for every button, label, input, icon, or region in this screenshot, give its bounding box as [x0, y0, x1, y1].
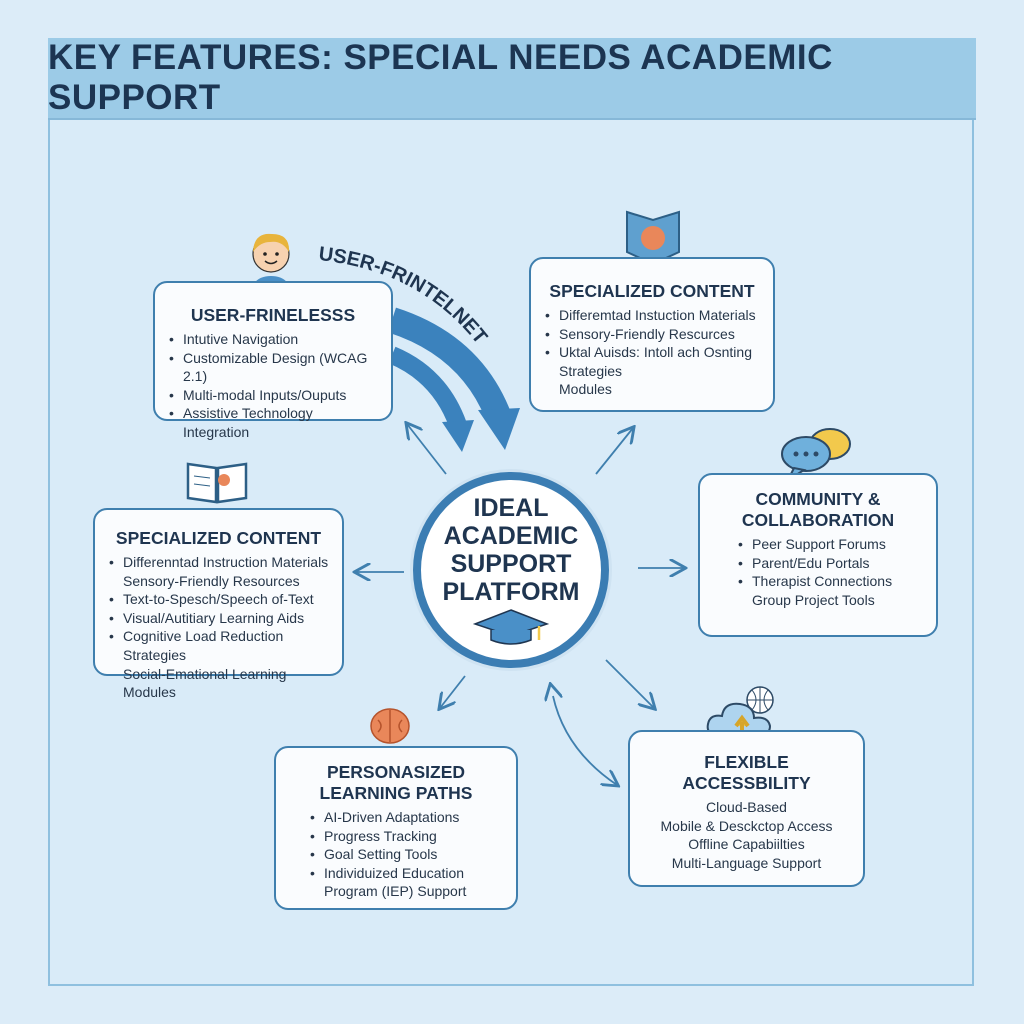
flexible-accessibility-card: FLEXIBLE ACCESSBILITY Cloud-Based Mobile… — [628, 730, 865, 887]
list-item: Cognitive Load Reduction Strategies — [107, 627, 330, 664]
list-item: Goal Setting Tools — [308, 845, 504, 864]
card-title: FLEXIBLE ACCESSBILITY — [682, 752, 811, 793]
arrow-to-flexible — [605, 659, 654, 708]
list-item: Individuized Education Program (IEP) Sup… — [308, 864, 504, 901]
cloud-upload-icon — [706, 686, 774, 735]
card-title: COMMUNITY & COLLABORATION — [741, 489, 895, 530]
big-arrow-head — [478, 408, 520, 450]
big-curved-arrow — [387, 307, 511, 421]
central-hub: IDEAL ACADEMIC SUPPORT PLATFORM — [413, 472, 609, 668]
list-item: Visual/Autitiary Learning Aids — [107, 609, 330, 628]
card-title: SPECIALIZED CONTENT — [549, 281, 755, 301]
list-item: Sensory-Friendly Rescurces — [543, 325, 761, 344]
list-item: Mobile & Desckctop Access — [660, 817, 833, 834]
list-item: Multi-modal Inputs/Ouputs — [167, 386, 379, 405]
arrow-to-user — [407, 424, 447, 475]
arrow-bidirectional — [553, 696, 617, 785]
list-item: Sensory-Friendly Resources — [123, 572, 300, 589]
card-title: PERSONASIZED LEARNING PATHS — [319, 762, 473, 803]
list-item: AI-Driven Adaptations — [308, 808, 504, 827]
hub-title-line: ACADEMIC — [443, 522, 579, 550]
list-item: Peer Support Forums — [736, 535, 924, 554]
hub-title-line: IDEAL — [473, 494, 549, 522]
list-item: Strategies — [559, 362, 623, 379]
list-item: Intutive Navigation — [167, 330, 379, 349]
community-collaboration-card: COMMUNITY & COLLABORATION Peer Support F… — [698, 473, 938, 637]
hub-title-line: PLATFORM — [442, 578, 580, 606]
list-item: Text-to-Spesch/Speech of-Text — [107, 590, 330, 609]
title-bar: KEY FEATURES: SPECIAL NEEDS ACADEMIC SUP… — [48, 38, 976, 120]
list-item: Therapist Connections — [736, 572, 924, 591]
arrow-to-content-top — [595, 428, 633, 475]
list-item: Progress Tracking — [308, 827, 504, 846]
card-title: SPECIALIZED CONTENT — [115, 528, 322, 548]
brain-icon — [370, 708, 410, 744]
specialized-content-top-card: SPECIALIZED CONTENT Differemtad Instucti… — [529, 257, 775, 412]
arrow-to-personalized — [440, 675, 466, 708]
list-item: Offline Capabiilties — [688, 836, 805, 853]
specialized-content-left-card: SPECIALIZED CONTENT Differenntad Instruc… — [93, 508, 344, 700]
list-item: Uktal Auisds: Intoll ach Osnting — [543, 343, 761, 362]
brain-book-icon — [626, 210, 680, 266]
list-item: Cloud-Based — [706, 799, 787, 815]
personalized-learning-card: PERSONASIZED LEARNING PATHS AI-Driven Ad… — [274, 746, 518, 910]
big-curved-arrow-inner — [388, 346, 467, 429]
page-title: KEY FEATURES: SPECIAL NEEDS ACADEMIC SUP… — [48, 38, 833, 117]
user-friendliness-card: USER-FRINELESSS Intutive Navigation Cust… — [153, 281, 393, 440]
list-item: Differenntad Instruction Materials — [107, 553, 330, 572]
list-item: Customizable Design (WCAG 2.1) — [167, 349, 379, 386]
list-item: Parent/Edu Portals — [736, 554, 924, 573]
card-title: USER-FRINELESSS — [190, 305, 356, 325]
graduation-cap-icon — [472, 609, 550, 645]
list-item: Group Project Tools — [752, 591, 875, 608]
hub-title-line: SUPPORT — [450, 550, 572, 578]
list-item: Differemtad Instuction Materials — [543, 306, 761, 325]
list-item: Assistive Technology Integration — [167, 404, 379, 441]
open-book-icon — [186, 462, 248, 504]
list-item: Multi-Language Support — [671, 854, 822, 871]
list-item: Modules — [559, 381, 612, 398]
list-item: Social-Emational Learning Modules — [123, 665, 287, 701]
